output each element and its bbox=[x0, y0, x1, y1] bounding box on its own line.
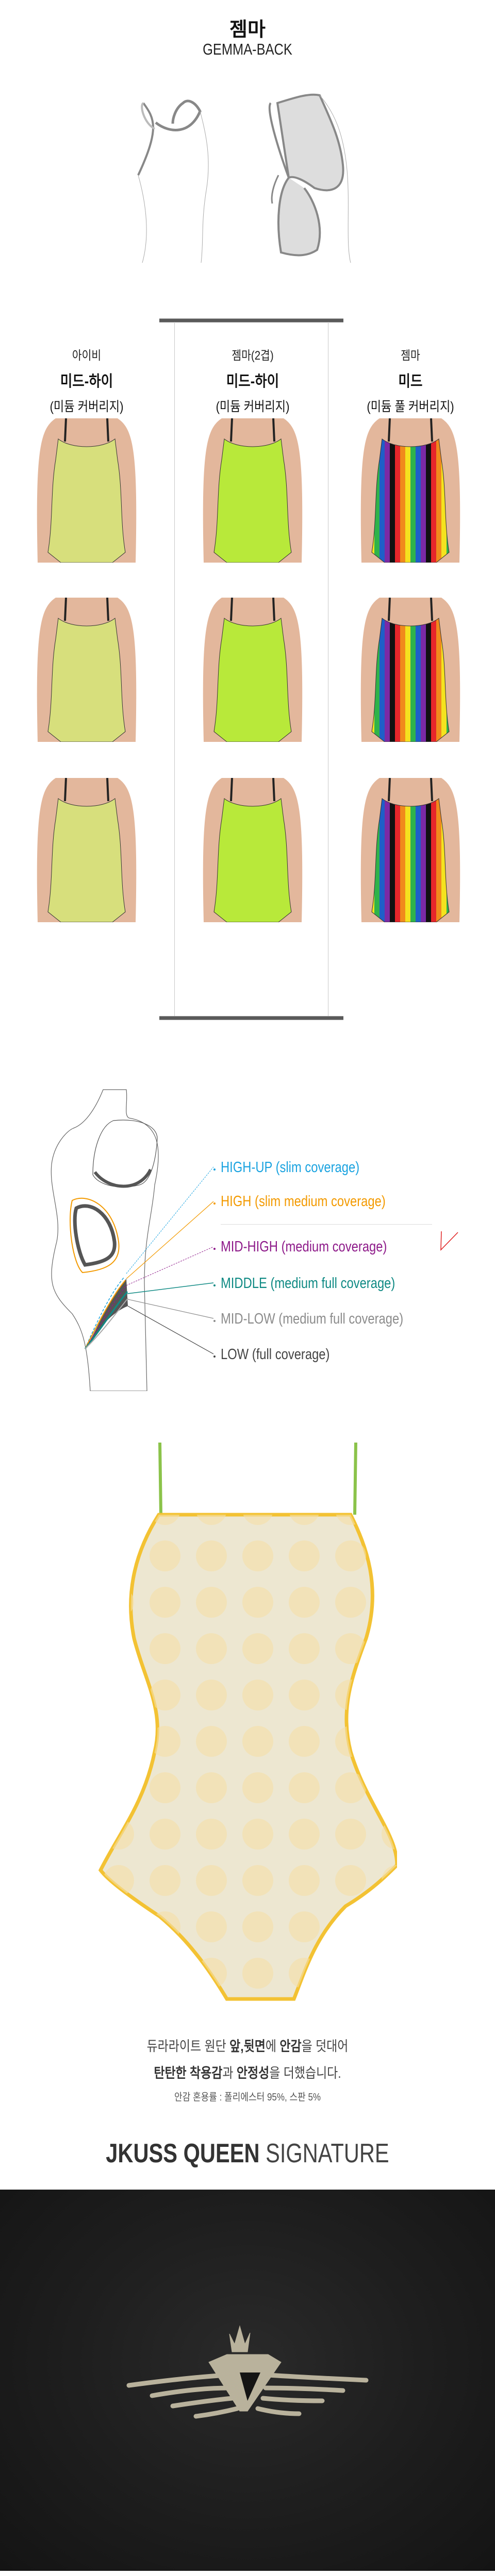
fabric-composition: 안감 혼용률 : 폴리에스터 95%, 스판 5% bbox=[174, 2092, 321, 2103]
model-photo-side bbox=[37, 598, 137, 742]
signature-heading: JKUSS QUEEN SIGNATURE bbox=[50, 2138, 446, 2169]
column-level: 미드 bbox=[398, 373, 423, 390]
model-photo-front bbox=[360, 418, 460, 563]
column-header-gemma-2layer: 젬마(2겹) 미드-하이 (미듐 커버리지) bbox=[175, 345, 330, 415]
model-photo-back bbox=[37, 778, 137, 922]
coverage-divider bbox=[221, 1224, 432, 1225]
product-subtitle: GEMMA-BACK bbox=[203, 40, 292, 58]
column-brand: 아이비 bbox=[72, 349, 102, 363]
signature-word: SIGNATURE bbox=[266, 2139, 389, 2168]
model-photo-back bbox=[360, 778, 460, 922]
coverage-level-label: MID-LOW (medium full coverage) bbox=[221, 1311, 404, 1327]
column-header-gemma: 젬마 미드 (미듐 풀 커버리지) bbox=[333, 345, 488, 415]
model-photo-side bbox=[360, 598, 460, 742]
coverage-level-label: LOW (full coverage) bbox=[221, 1346, 330, 1363]
description-line-1: 듀라라이트 원단 앞,뒷면에 안감을 덧대어 bbox=[37, 2035, 458, 2055]
column-brand: 젬마 bbox=[401, 349, 420, 363]
red-check-mark-icon bbox=[440, 1231, 458, 1251]
model-photo-front bbox=[37, 418, 137, 563]
text-bold: 탄탄한 착용감 bbox=[154, 2065, 223, 2081]
product-title: 젬마 bbox=[229, 19, 266, 41]
text-bold: 앞,뒷면 bbox=[229, 2039, 266, 2054]
column-divider-left bbox=[174, 322, 175, 1018]
swimsuit-line-drawings bbox=[137, 93, 351, 263]
description-line-2: 탄탄한 착용감과 안정성을 더했습니다. bbox=[37, 2062, 458, 2082]
text-bold: 안정성 bbox=[236, 2065, 270, 2081]
text: 을 더했습니다. bbox=[269, 2065, 341, 2081]
legend-bullet-icon bbox=[213, 1284, 216, 1286]
text: 듀라라이트 원단 bbox=[146, 2039, 230, 2054]
model-photo-back bbox=[203, 778, 303, 922]
back-drawing bbox=[268, 93, 351, 263]
model-photo-side bbox=[203, 598, 303, 742]
column-level: 미드-하이 bbox=[226, 373, 279, 390]
comparison-top-bar bbox=[159, 318, 343, 323]
column-header-ivy: 아이비 미드-하이 (미듐 커버리지) bbox=[9, 345, 164, 415]
legend-bullet-icon bbox=[213, 1320, 216, 1322]
embroidery-photo bbox=[0, 2190, 495, 2571]
column-coverage: (미듐 풀 커버리지) bbox=[367, 399, 454, 414]
legend-bullet-icon bbox=[213, 1168, 216, 1171]
product-photo-inside-lining bbox=[98, 1443, 397, 2001]
coverage-level-label: HIGH (slim medium coverage) bbox=[221, 1193, 386, 1210]
model-photo-front bbox=[203, 418, 303, 563]
coverage-body-diagram bbox=[51, 1089, 214, 1391]
legend-bullet-icon bbox=[213, 1248, 216, 1250]
front-drawing bbox=[137, 99, 209, 263]
column-brand: 젬마(2겹) bbox=[232, 349, 274, 363]
column-level: 미드-하이 bbox=[60, 373, 113, 390]
coverage-level-label: HIGH-UP (slim coverage) bbox=[221, 1159, 360, 1176]
text: 에 bbox=[265, 2039, 280, 2054]
signature-brand: JKUSS QUEEN bbox=[106, 2139, 260, 2168]
coverage-level-label: MIDDLE (medium full coverage) bbox=[221, 1275, 395, 1292]
crown-wings-logo-icon bbox=[126, 2325, 369, 2419]
text: 을 덧대어 bbox=[301, 2039, 349, 2054]
legend-bullet-icon bbox=[213, 1355, 216, 1358]
comparison-bottom-bar bbox=[159, 1016, 343, 1020]
text: 과 bbox=[222, 2065, 237, 2081]
column-coverage: (미듐 커버리지) bbox=[50, 399, 124, 414]
text-bold: 안감 bbox=[279, 2039, 302, 2054]
coverage-level-label: MID-HIGH (medium coverage) bbox=[221, 1239, 387, 1255]
legend-bullet-icon bbox=[213, 1202, 216, 1205]
column-coverage: (미듐 커버리지) bbox=[216, 399, 290, 414]
